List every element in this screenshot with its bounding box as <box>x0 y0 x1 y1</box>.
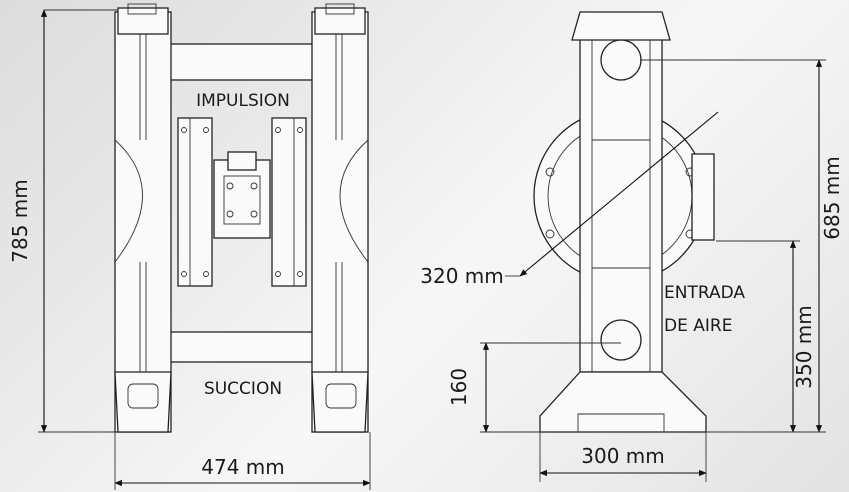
width-dimension-label: 474 mm <box>201 455 285 479</box>
right-chamber <box>271 117 307 287</box>
discharge-port <box>600 39 642 81</box>
suction-height-dimension-label: 160 <box>447 368 471 406</box>
side-column <box>579 29 663 373</box>
discharge-label: IMPULSION <box>196 91 290 111</box>
air-valve <box>691 153 715 241</box>
discharge-manifold <box>167 43 319 81</box>
air-inlet-label-line2: DE AIRE <box>664 316 732 336</box>
top-cap <box>571 11 671 41</box>
right-column <box>311 11 369 433</box>
diameter-dimension-line <box>519 111 719 277</box>
center-section <box>213 159 271 239</box>
base-foot <box>539 371 707 433</box>
side-view: 320 mm ENTRADA DE AIRE 685 mm 350 mm 160… <box>420 11 844 482</box>
left-chamber <box>177 117 213 287</box>
suction-port <box>600 319 642 361</box>
upper-height-dimension-label: 685 mm <box>820 156 844 240</box>
left-column <box>114 11 172 433</box>
base-width-dimension-label: 300 mm <box>581 444 665 468</box>
suction-label: SUCCION <box>204 379 282 399</box>
diameter-dimension-label: 320 mm <box>420 264 504 288</box>
height-dimension-label: 785 mm <box>8 179 32 263</box>
air-inlet-height-dimension-label: 350 mm <box>792 305 816 389</box>
front-view: IMPULSION SUCCION 785 mm 474 mm <box>8 3 371 490</box>
suction-manifold <box>167 331 319 363</box>
air-inlet-label-line1: ENTRADA <box>664 283 745 303</box>
